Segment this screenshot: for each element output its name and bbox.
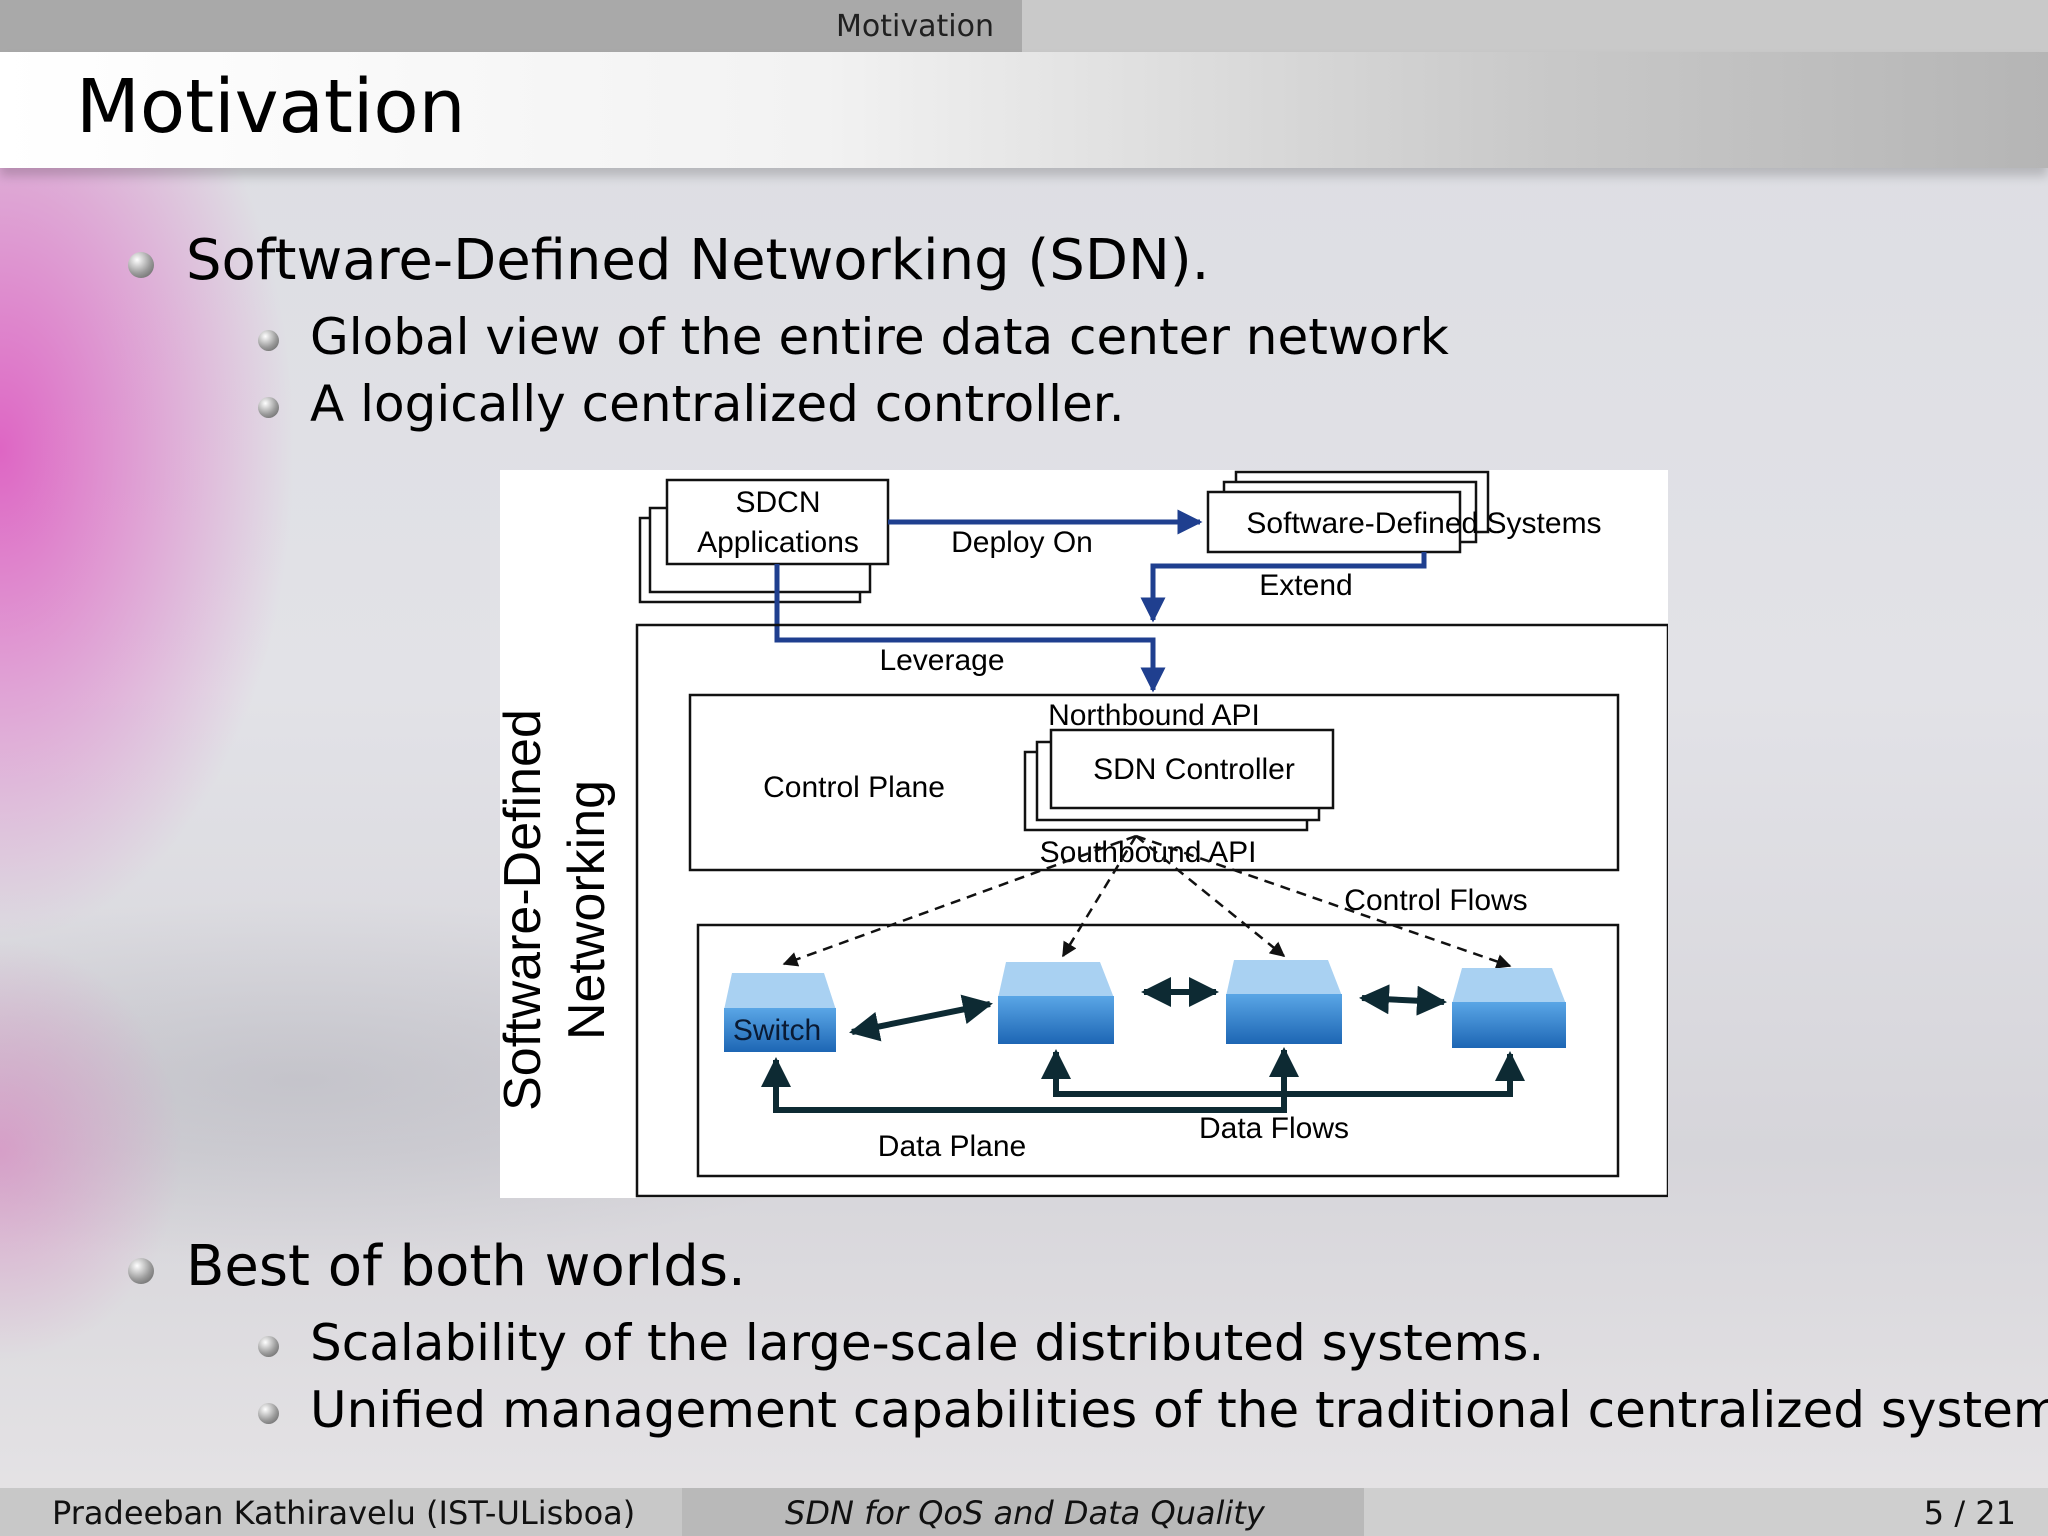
sub-bullet-icon	[258, 1403, 279, 1424]
leverage-arrow	[774, 564, 1166, 693]
sub-bullet-unified-management: Unified management capabilities of the t…	[258, 1381, 2048, 1439]
nav-section-tab[interactable]: Motivation	[0, 0, 1022, 52]
data-flow-arrows	[761, 1047, 1525, 1113]
sub-bullet-icon	[258, 397, 279, 418]
blue-arrows	[774, 509, 1427, 693]
footer-bar: Pradeeban Kathiravelu (IST-ULisboa) SDN …	[0, 1488, 2048, 1536]
sub-bullet-global-view: Global view of the entire data center ne…	[258, 308, 1449, 366]
footer-talk-title: SDN for QoS and Data Quality	[785, 1494, 1265, 1532]
data-flows-label: Data Flows	[1199, 1112, 1349, 1145]
sdcn-applications-box: SDCN Applications	[638, 478, 890, 604]
sdn-vertical-label: Software-Defined Networking	[494, 709, 616, 1111]
sdn-architecture-diagram: SDCN Applications Software-Defined Syste…	[494, 470, 1670, 1198]
deploy-on-label: Deploy On	[951, 526, 1093, 559]
nav-section-label: Motivation	[836, 9, 994, 44]
extend-arrow	[1140, 552, 1427, 623]
sdcn-label-1: SDCN	[735, 486, 820, 519]
sub-bullet-scalability: Scalability of the large-scale distribut…	[258, 1314, 1544, 1372]
control-plane-label: Control Plane	[763, 771, 945, 804]
bullet-best-of-both: Best of both worlds.	[128, 1234, 746, 1299]
sdn-controller-box: SDN Controller	[1023, 728, 1335, 832]
top-navigation-bar: Motivation	[0, 0, 2048, 52]
sub-bullet-icon	[258, 1336, 279, 1357]
frame-title: Motivation	[76, 64, 466, 150]
svg-text:Software-Defined: Software-Defined	[500, 709, 552, 1111]
control-flows-label: Control Flows	[1344, 884, 1527, 917]
southbound-api-label: Southbound API	[1040, 836, 1257, 869]
switch-icon	[998, 962, 1114, 1044]
leverage-label: Leverage	[879, 644, 1004, 677]
frame-title-bar: Motivation	[0, 52, 2048, 168]
bullet-sdn: Software-Defined Networking (SDN).	[128, 228, 1209, 293]
svg-text:Networking: Networking	[558, 780, 616, 1040]
data-plane-label: Data Plane	[878, 1130, 1026, 1163]
switch-icon: Switch	[724, 973, 836, 1052]
sdn-architecture-figure: SDCN Applications Software-Defined Syste…	[494, 470, 1670, 1198]
sub-bullet-icon	[258, 330, 279, 351]
footer-page-number: 5 / 21	[1923, 1494, 2016, 1532]
sub-bullet-controller: A logically centralized controller.	[258, 375, 1125, 433]
switch-link-arrows	[849, 977, 1447, 1042]
switch-icon	[1226, 960, 1342, 1044]
software-defined-systems-box: Software-Defined Systems	[1206, 470, 1602, 554]
switch-icon	[1452, 968, 1566, 1048]
footer-author: Pradeeban Kathiravelu (IST-ULisboa)	[52, 1494, 636, 1532]
control-plane-box	[688, 693, 1620, 872]
svg-text:SDN Controller: SDN Controller	[1093, 753, 1295, 786]
bullet-icon	[128, 1258, 154, 1284]
sdcn-label-2: Applications	[697, 526, 859, 559]
bullet-icon	[128, 252, 154, 278]
control-flow-arrows	[782, 834, 1512, 969]
northbound-api-label: Northbound API	[1048, 699, 1260, 732]
data-plane-box	[696, 923, 1620, 1178]
sds-label: Software-Defined Systems	[1246, 507, 1601, 540]
svg-text:Switch: Switch	[733, 1014, 821, 1047]
extend-label: Extend	[1259, 569, 1352, 602]
